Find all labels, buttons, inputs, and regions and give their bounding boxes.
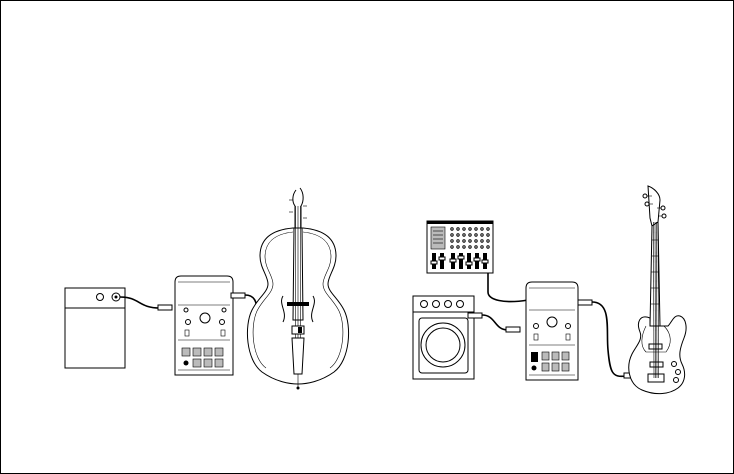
mixer (427, 221, 493, 273)
electric-bass (629, 186, 686, 394)
amplifier (65, 288, 125, 368)
cable-amp-to-pedal (120, 297, 172, 310)
preamp-pedal-left (175, 276, 233, 375)
preamp-pedal-right (526, 282, 578, 380)
bass-combo-amp (413, 296, 474, 379)
upright-bass (247, 188, 348, 390)
cable-mixer-to-pedal (488, 273, 528, 302)
cable-combo-to-pedal (468, 313, 520, 332)
